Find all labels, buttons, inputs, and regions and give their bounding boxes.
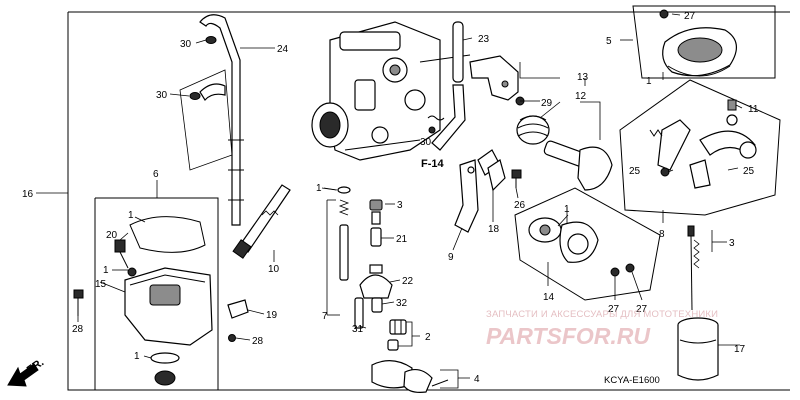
callout-31: 31 [352,324,364,335]
callout-16: 16 [22,189,34,200]
callout-10: 10 [268,264,280,275]
callout-14: 14 [543,292,555,303]
diagram-code: KCYA-E1600 [604,375,660,386]
callout-1-air-cut: 1 [646,76,652,87]
callout-22: 22 [402,276,414,287]
callout-30-mid: 30 [156,90,168,101]
jet-32 [371,297,383,313]
callout-17: 17 [734,344,746,355]
callout-2: 2 [425,332,431,343]
lever-9 [454,149,501,233]
callout-1-drain: 1 [103,265,109,276]
callout-6: 6 [153,169,159,180]
screw-set-2 [387,319,407,351]
throttle-link-group [649,99,757,189]
hose-clip-30-mid [189,83,226,102]
screw-26 [511,169,522,188]
callout-5: 5 [606,36,612,47]
float-4 [371,360,449,393]
callout-27-right: 27 [636,304,648,315]
callout-30-bottom: 30 [420,137,432,148]
link-18 [487,159,506,192]
air-cut-box [632,5,776,79]
throttle-link-box [619,79,781,216]
callout-1-needle: 1 [316,183,322,194]
callout-12: 12 [575,91,587,102]
callout-19: 19 [266,310,278,321]
bracket-19 [227,299,249,342]
accelerator-pump-14 [528,217,635,277]
front-direction-marker: FR. [7,356,46,387]
callout-25-right: 25 [743,166,755,177]
drain-screw-20 [114,239,129,269]
callout-30-top: 30 [180,39,192,50]
bolt-28-left [73,289,84,316]
outer-frame [67,11,790,391]
callout-11: 11 [748,104,759,115]
callout-1-o-ring: 1 [134,351,140,362]
watermark-tagline: ЗАПЧАСТИ И АКСЕССУАРЫ ДЛЯ МОТОТЕХНИКИ [486,309,718,320]
callout-15: 15 [95,279,107,290]
callout-7: 7 [322,311,328,322]
jet-needle-3-right [687,225,700,311]
callout-4: 4 [474,374,480,385]
leader-lines [36,13,743,389]
callout-27-left: 27 [608,304,620,315]
callout-3-right: 3 [729,238,735,249]
callout-32: 32 [396,298,408,309]
spring-30-bottom [427,115,445,134]
throttle-cable-bracket-13 [469,55,525,106]
float-bowl-gasket-1 [129,216,206,253]
callout-26: 26 [514,200,526,211]
callout-numbers: 16 6 30 24 30 1 20 1 15 28 1 19 28 10 1 … [22,11,759,385]
callout-13: 13 [577,72,589,83]
section-label-f14: F-14 [421,158,445,170]
callout-29: 29 [541,98,553,109]
callout-1-float-bowl-gasket: 1 [128,210,134,221]
float-bowl-15 [124,267,213,346]
callout-21: 21 [396,234,408,245]
main-jet-31 [354,297,364,329]
callout-28-left: 28 [72,324,84,335]
callout-8: 8 [659,229,665,240]
callout-27-top: 27 [684,11,696,22]
screw-3-center [369,199,383,225]
watermark-logo: PARTSFOR.RU [486,323,651,349]
o-ring-1-bottom [150,352,180,386]
piston-tube-17 [677,317,719,381]
needle-jet-holder-7 [337,186,351,281]
pilot-screw-set-10 [232,184,291,259]
float-chamber-box [94,197,219,391]
jet-21 [370,227,382,247]
fuel-tube-23 [431,21,466,151]
callout-1-pump: 1 [564,204,570,215]
air-cut-valve-5 [659,9,737,77]
callout-20: 20 [106,230,118,241]
carburetor-body [311,21,471,161]
accelerator-pump-box [514,187,661,301]
callout-18: 18 [488,224,500,235]
callout-9: 9 [448,252,454,263]
callout-28-right: 28 [252,336,264,347]
callout-25-left: 25 [629,166,641,177]
throttle-drum-12 [516,115,613,191]
callout-24: 24 [277,44,289,55]
front-arrow-icon [7,363,39,387]
diaphragm-22 [359,264,393,299]
shop-watermark: ЗАПЧАСТИ И АКСЕССУАРЫ ДЛЯ МОТОТЕХНИКИ PA… [486,309,718,349]
callout-3-center: 3 [397,200,403,211]
hose-clip-30-top [205,36,217,44]
vent-hose-24 [199,14,244,226]
callout-23: 23 [478,34,490,45]
